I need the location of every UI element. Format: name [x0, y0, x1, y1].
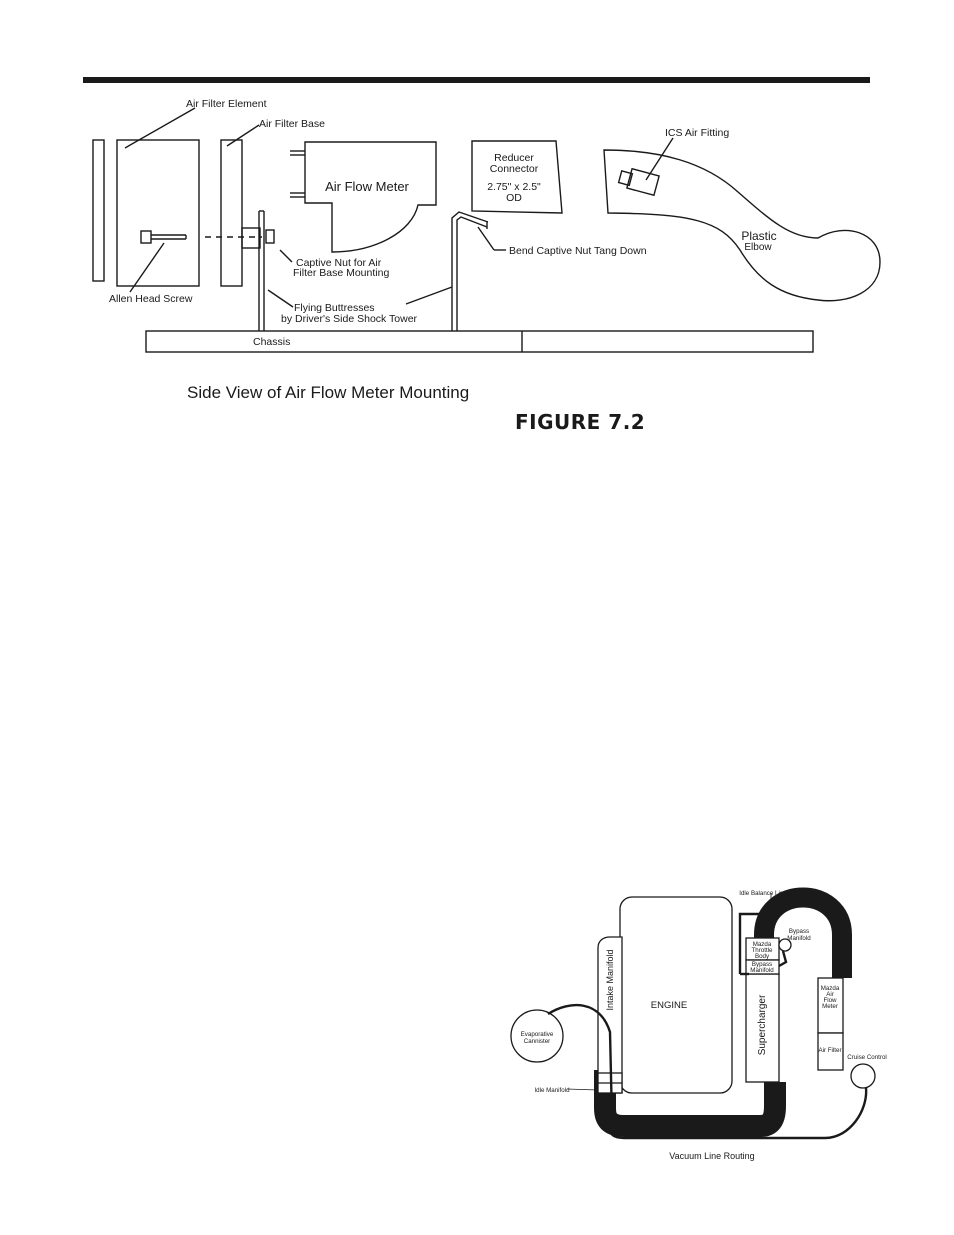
label-air-filter-element: Air Filter Element [186, 98, 267, 110]
label-mazda-tb-2: Throttle [752, 947, 774, 954]
label-mazda-tb-1: Mazda [753, 941, 772, 948]
label-reducer-line2: Connector [490, 163, 539, 175]
label-bypass-lower-1: Bypass [752, 961, 772, 968]
label-cruise-control: Cruise Control [847, 1054, 887, 1061]
main-vacuum-duct [594, 1070, 786, 1137]
label-idle-manifold: Idle Manifold [534, 1087, 570, 1094]
side-view-caption: Side View of Air Flow Meter Mounting [187, 383, 470, 402]
evaporative-cannister [510, 1009, 564, 1063]
allen-head-screw [140, 230, 152, 244]
vacuum-routing-diagram: Idle Balance Line Bypass Manifold Mazda … [510, 887, 887, 1161]
intake-manifold [597, 936, 623, 1094]
idle-balance-line [738, 912, 760, 974]
label-chassis: Chassis [253, 336, 290, 348]
label-ics-air-fitting: ICS Air Fitting [665, 127, 729, 139]
label-air-filter-base: Air Filter Base [259, 118, 325, 130]
label-mazda-afm-1: Mazda [821, 985, 840, 992]
label-intake-manifold: Intake Manifold [605, 949, 615, 1010]
label-engine: ENGINE [651, 1000, 687, 1011]
cruise-line [607, 1087, 868, 1140]
bypass-manifold-lower [745, 959, 780, 975]
label-captive-nut-line2: Filter Base Mounting [293, 267, 389, 279]
label-buttresses-line2: by Driver's Side Shock Tower [281, 313, 418, 325]
label-reducer-size2: OD [506, 192, 522, 204]
label-captive-nut-line1: Captive Nut for Air [296, 257, 382, 269]
label-plastic: Plastic [741, 229, 776, 243]
label-bypass-top-2: Manifold [787, 935, 811, 942]
evap-line [547, 1003, 614, 1121]
chassis [145, 330, 814, 353]
label-mazda-afm-3: Flow [823, 997, 837, 1004]
label-bypass-lower-2: Manifold [750, 967, 774, 974]
label-mazda-afm-2: Air [826, 991, 834, 998]
label-bend-tang: Bend Captive Nut Tang Down [509, 245, 647, 257]
side-view-diagram: Air Filter Element Air Filter Base Allen… [92, 98, 881, 353]
cruise-control [850, 1063, 876, 1089]
label-allen-head-screw: Allen Head Screw [109, 293, 193, 305]
vacuum-caption: Vacuum Line Routing [669, 1151, 754, 1161]
label-evap-1: Evaporative [521, 1031, 554, 1038]
label-mazda-tb-3: Body [755, 953, 770, 960]
bypass-manifold-valve [778, 938, 792, 952]
label-air-flow-meter: Air Flow Meter [325, 179, 409, 194]
label-bypass-top-1: Bypass [789, 928, 809, 935]
label-vac-air-filter: Air Filter [818, 1047, 841, 1054]
ics-air-fitting [626, 167, 660, 197]
air-flow-meter [304, 141, 437, 253]
filter-panel [92, 139, 105, 282]
plastic-elbow [603, 149, 881, 302]
label-reducer-line1: Reducer [494, 152, 534, 164]
label-elbow: Elbow [744, 242, 772, 253]
captive-nut [265, 229, 275, 244]
label-reducer-size1: 2.75" x 2.5" [487, 181, 541, 193]
reducer-connector [471, 140, 563, 214]
air-filter-element [116, 139, 200, 287]
header-rule [83, 77, 870, 83]
bypass-arch [754, 887, 852, 978]
figure-number: FIGURE 7.2 [515, 410, 646, 434]
engine-block [619, 896, 733, 1094]
label-idle-balance-line: Idle Balance Line [739, 890, 787, 897]
label-mazda-afm-4: Meter [822, 1003, 838, 1010]
vac-air-filter [817, 1032, 844, 1071]
air-filter-base [220, 139, 243, 287]
label-evap-2: Cannister [524, 1038, 550, 1045]
label-buttresses-line1: Flying Buttresses [294, 302, 375, 314]
label-supercharger: Supercharger [757, 994, 768, 1055]
mazda-air-flow-meter [817, 977, 844, 1034]
